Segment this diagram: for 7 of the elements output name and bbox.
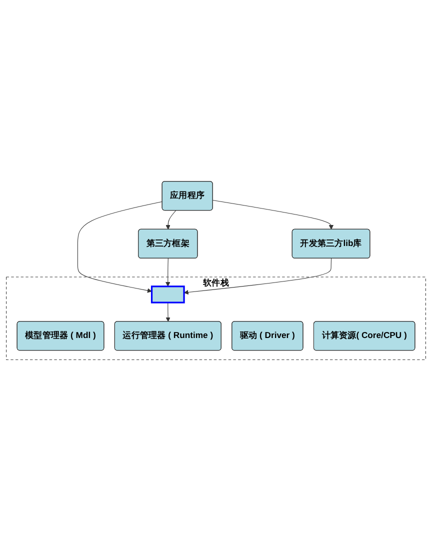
arrow: [212, 200, 334, 230]
arrow: [184, 258, 332, 296]
arrow: [166, 258, 170, 288]
arrow: [77, 202, 163, 294]
node-box: [150, 286, 185, 304]
arrow: [166, 210, 176, 230]
arrow: [166, 302, 170, 322]
